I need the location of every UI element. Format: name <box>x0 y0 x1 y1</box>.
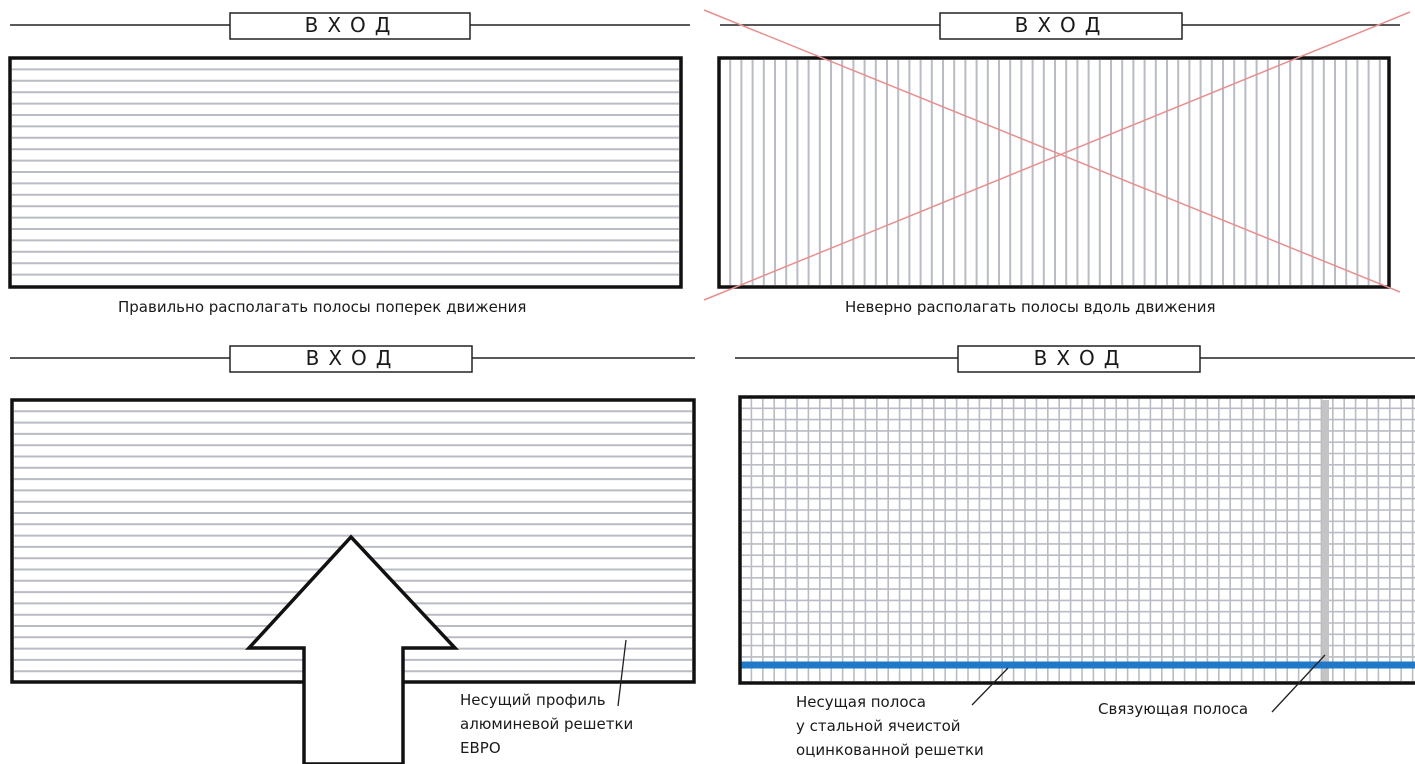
annotation-aluminium-profile-line2: алюминевой решетки <box>460 715 634 733</box>
entrance-label-top-right: ВХОД <box>1014 13 1110 37</box>
entrance-box-top-left <box>229 12 471 40</box>
entrance-label-bottom-right: ВХОД <box>1033 346 1129 370</box>
entrance-label-bottom-left: ВХОД <box>305 346 401 370</box>
entrance-box-bottom-right <box>957 345 1201 373</box>
entrance-box-top-right <box>939 12 1183 40</box>
leader-line-bearing-bar <box>971 667 1009 706</box>
grating-bottom-right-mesh <box>742 399 1415 681</box>
grating-top-right-stripes <box>729 60 1381 285</box>
grating-top-right <box>717 56 1391 289</box>
caption-wrong-orientation: Неверно располагать полосы вдоль движени… <box>845 298 1216 316</box>
annotation-tie-bar: Связующая полоса <box>1098 700 1249 718</box>
leader-line-aluminium-profile <box>617 639 627 707</box>
grating-bottom-right <box>738 395 1415 685</box>
entrance-box-bottom-left <box>229 345 473 373</box>
grating-top-left-stripes <box>12 68 679 276</box>
annotation-bearing-bar-line3: оцинкованной решетки <box>796 741 984 759</box>
annotation-bearing-bar-line2: у стальной ячеистой <box>796 717 961 735</box>
annotation-bearing-bar-line1: Несущая полоса <box>796 693 926 711</box>
grating-bottom-left-stripes <box>14 410 692 673</box>
grating-top-left <box>8 56 683 289</box>
entrance-lines <box>10 24 1415 359</box>
tie-bar <box>1322 400 1329 682</box>
entrance-boxes <box>229 12 1201 373</box>
entrance-label-top-left: ВХОД <box>304 13 400 37</box>
annotation-aluminium-profile-line1: Несущий профиль <box>460 691 606 709</box>
annotation-aluminium-profile: Несущий профиль алюминевой решетки ЕВРО <box>460 688 633 760</box>
wrong-cross-mark <box>703 9 1411 301</box>
annotation-bearing-bar: Несущая полоса у стальной ячеистой оцинк… <box>796 690 984 762</box>
movement-direction-arrow <box>245 534 460 764</box>
annotation-aluminium-profile-line3: ЕВРО <box>460 739 501 757</box>
caption-correct-orientation: Правильно располагать полосы поперек дви… <box>118 298 527 316</box>
leader-line-tie-bar <box>1271 654 1326 713</box>
